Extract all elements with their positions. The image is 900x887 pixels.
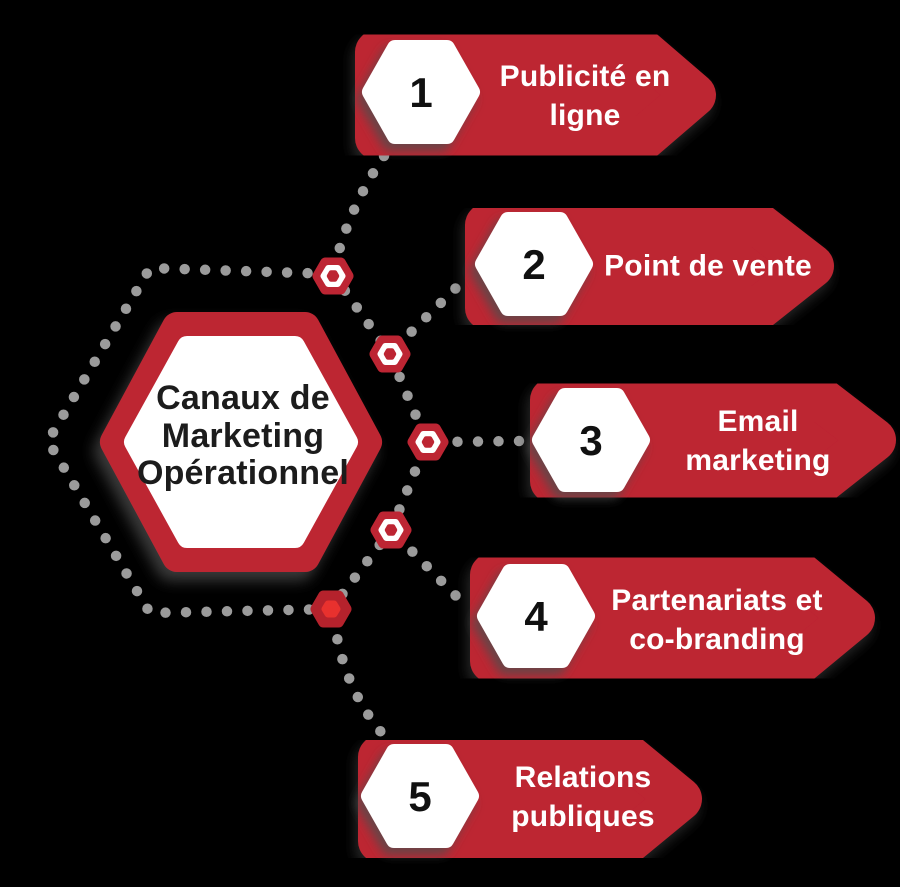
step-number-3: 3 [579,417,603,464]
step-number-5: 5 [408,773,432,820]
connector-5 [328,613,393,745]
connector-2 [391,277,467,352]
step-number-1: 1 [409,69,433,116]
hex-node-icon-1 [318,263,348,289]
banner-label-1: Publicité en ligne [499,60,671,132]
number-hexagon-3 [532,388,650,492]
banner-label-3: Email marketing [685,405,831,477]
step-number-4: 4 [524,593,548,640]
connector-4 [392,531,469,609]
hex-node-icon-3 [413,429,443,455]
hex-node-icon-4 [376,517,406,543]
connector-1 [329,150,390,271]
center-title: Canaux de Marketing Opérationnel [136,378,350,492]
central-hexagon [100,312,382,572]
number-hexagon-2 [475,212,593,316]
hex-node-icon-5 [316,596,346,622]
banner-label-2: Point de vente [604,249,812,283]
connector-3 [431,435,530,448]
banner-label-4: Partenariats et co-branding [611,584,823,656]
number-hexagon-5 [361,744,479,848]
hex-node-icon-2 [375,341,405,367]
number-hexagon-1 [362,40,480,144]
banner-label-5: Relations publiques [511,761,655,833]
step-number-2: 2 [522,241,546,288]
number-hexagon-4 [477,564,595,668]
